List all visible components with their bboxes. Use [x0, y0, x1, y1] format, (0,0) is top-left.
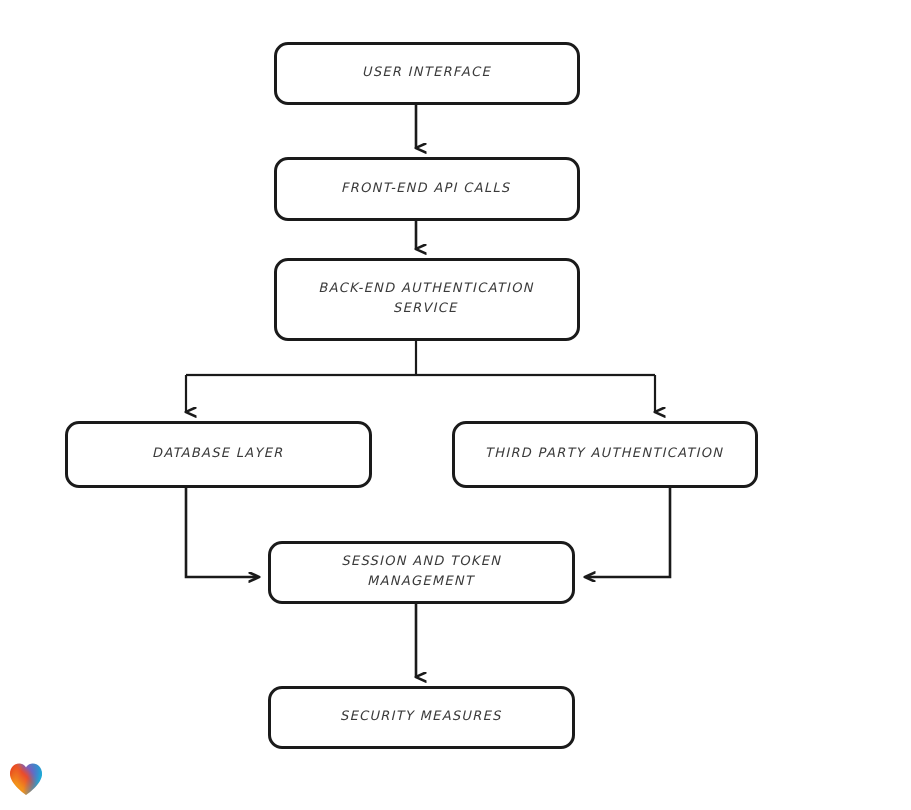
node-backend-authentication-service-label: BACK-END AUTHENTICATION SERVICE [319, 281, 536, 317]
edge-database-to-session [184, 488, 259, 577]
node-user-interface-label: USER INTERFACE [362, 65, 492, 81]
node-user-interface[interactable]: USER INTERFACE [274, 42, 580, 105]
edge-thirdparty-to-session [585, 488, 672, 577]
node-database-layer-label: DATABASE LAYER [152, 446, 285, 462]
node-third-party-authentication[interactable]: THIRD PARTY AUTHENTICATION [452, 421, 758, 488]
node-frontend-api-calls-label: FRONT-END API CALLS [342, 180, 513, 196]
node-backend-authentication-service[interactable]: BACK-END AUTHENTICATION SERVICE [274, 258, 580, 341]
node-database-layer[interactable]: DATABASE LAYER [65, 421, 372, 488]
node-session-and-token-management[interactable]: SESSION AND TOKEN MANAGEMENT [268, 541, 575, 604]
node-security-measures[interactable]: SECURITY MEASURES [268, 686, 575, 749]
node-third-party-authentication-label: THIRD PARTY AUTHENTICATION [485, 446, 725, 462]
heart-icon [10, 763, 42, 795]
node-security-measures-label: SECURITY MEASURES [340, 709, 503, 725]
node-session-and-token-management-label: SESSION AND TOKEN MANAGEMENT [341, 554, 503, 590]
node-frontend-api-calls[interactable]: FRONT-END API CALLS [274, 157, 580, 221]
